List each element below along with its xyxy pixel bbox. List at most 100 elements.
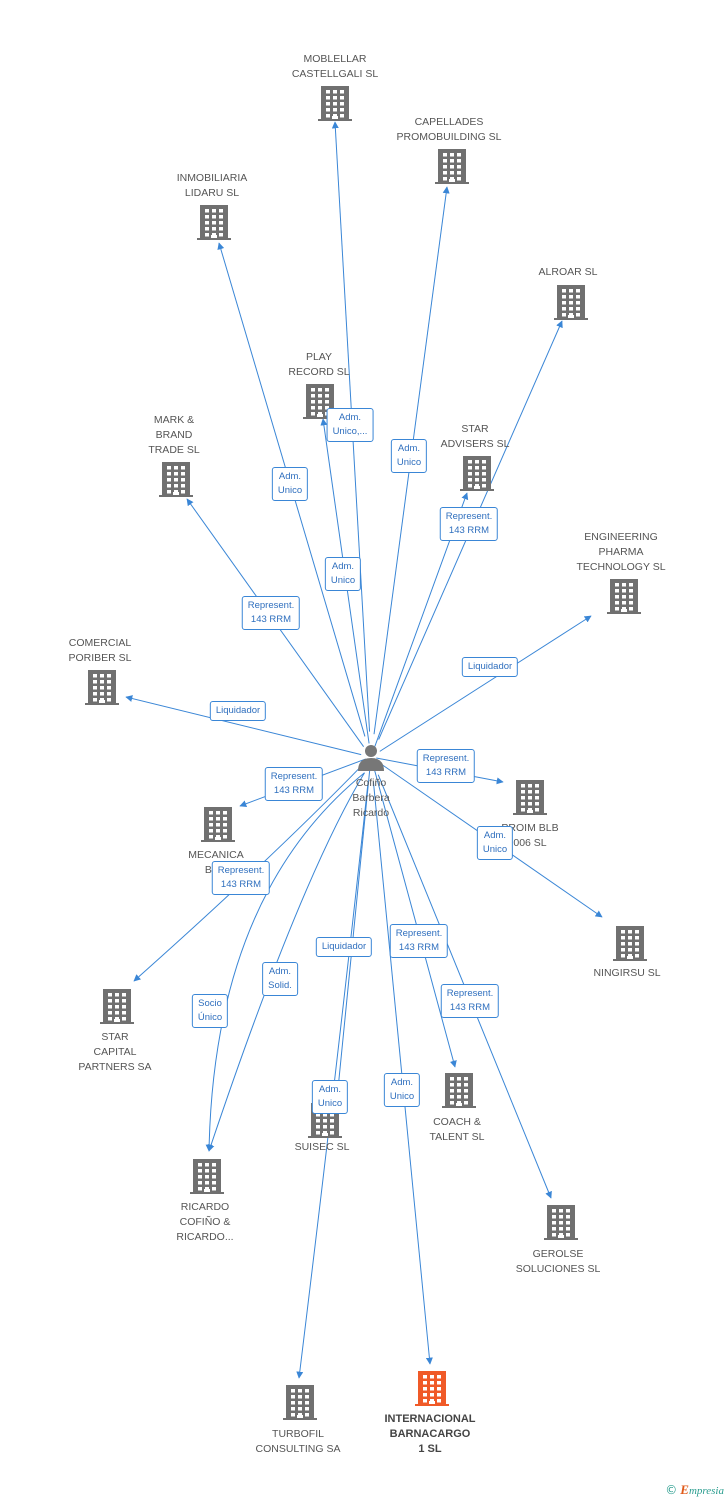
- relation-label-engineering[interactable]: Liquidador: [461, 657, 519, 677]
- relation-label-starcapital[interactable]: Represent.143 RRM: [211, 861, 271, 895]
- person-name[interactable]: Cofiño Barbera Ricardo: [331, 776, 411, 821]
- person-icon[interactable]: [358, 745, 384, 771]
- company-label-alroar[interactable]: ALROAR SL: [503, 265, 633, 280]
- company-label-markbrand[interactable]: MARK & BRAND TRADE SL: [109, 413, 239, 458]
- company-name-line: ADVISERS SL: [440, 438, 510, 450]
- relation-line: Represent.: [247, 600, 295, 611]
- edge-turbofil: [296, 781, 369, 1379]
- company-name-line: 1 SL: [418, 1443, 442, 1455]
- company-name-line: RICARDO...: [176, 1231, 234, 1243]
- person-name-line: Ricardo: [352, 807, 390, 819]
- brand-name: mpresia: [688, 1485, 724, 1497]
- company-name-line: BARNACARGO: [389, 1428, 471, 1440]
- company-name-line: GEROLSE: [532, 1248, 584, 1260]
- footer-brand[interactable]: ©Empresia: [665, 1482, 724, 1498]
- building-icon[interactable]: [607, 579, 641, 614]
- building-icon[interactable]: [435, 149, 469, 184]
- relation-line: Represent.: [270, 771, 318, 782]
- company-name-line: TRADE SL: [148, 444, 200, 456]
- relation-label-moblellar[interactable]: Adm.Unico,...: [326, 408, 374, 442]
- brand-initial: E: [680, 1482, 689, 1497]
- relation-label-inmobiliaria[interactable]: Adm.Unico: [271, 467, 309, 501]
- relation-label-internacional[interactable]: Adm.Unico: [383, 1073, 421, 1107]
- company-name-line: NINGIRSU SL: [593, 967, 661, 979]
- relation-line: 143 RRM: [273, 785, 315, 796]
- relation-label-mecanica[interactable]: Represent. 143 RRM: [264, 767, 324, 801]
- company-name-line: CAPELLADES: [414, 116, 484, 128]
- company-name-line: TURBOFIL: [272, 1428, 324, 1440]
- relation-line: Único: [197, 1012, 223, 1023]
- relation-line: Adm.: [483, 830, 507, 841]
- company-name-line: PHARMA: [598, 546, 644, 558]
- company-name-line: ALROAR SL: [538, 266, 598, 278]
- building-icon[interactable]: [415, 1371, 449, 1406]
- relation-line: 143 RRM: [449, 1002, 491, 1013]
- relation-line: Unico: [396, 457, 422, 468]
- relation-label-turbofil[interactable]: Adm. Unico: [311, 1080, 349, 1114]
- building-icon[interactable]: [190, 1159, 224, 1194]
- building-icon[interactable]: [159, 462, 193, 497]
- building-icon[interactable]: [197, 205, 231, 240]
- company-name-line: MARK &: [153, 414, 195, 426]
- relation-line: Adm.: [318, 1084, 342, 1095]
- relation-line: Represent.: [217, 865, 265, 876]
- building-icon[interactable]: [460, 456, 494, 491]
- relation-label-suisec[interactable]: Liquidador: [315, 937, 373, 957]
- relation-label-capellades[interactable]: Adm.Unico: [390, 439, 428, 473]
- building-icon[interactable]: [513, 780, 547, 815]
- relation-line: Unico: [277, 485, 303, 496]
- company-label-ningirsu[interactable]: NINGIRSU SL: [562, 966, 692, 981]
- relation-line: Unico: [317, 1098, 343, 1109]
- company-name-line: TECHNOLOGY SL: [576, 561, 666, 573]
- relation-label-coach[interactable]: Represent. 143 RRM: [389, 924, 449, 958]
- company-label-suisec[interactable]: SUISEC SL: [257, 1140, 387, 1155]
- company-name-line: BRAND: [155, 429, 193, 441]
- company-name-line: PARTNERS SA: [78, 1061, 152, 1073]
- relation-label-alroar[interactable]: Represent.143 RRM: [439, 507, 499, 541]
- company-name-line: COFIÑO &: [179, 1216, 231, 1228]
- relation-line: 143 RRM: [398, 942, 440, 953]
- relation-label-ricardo[interactable]: Adm.Solid.: [262, 962, 298, 996]
- building-icon[interactable]: [201, 807, 235, 842]
- company-name-line: 006 SL: [513, 837, 547, 849]
- building-icon[interactable]: [442, 1073, 476, 1108]
- edge-ricardo: [205, 772, 365, 1152]
- building-icon[interactable]: [544, 1205, 578, 1240]
- building-icon[interactable]: [100, 989, 134, 1024]
- relation-line: Unico: [389, 1091, 415, 1102]
- relation-line: Represent.: [395, 928, 443, 939]
- relation-label-comercial[interactable]: Liquidador: [209, 701, 267, 721]
- relation-line: Represent.: [422, 753, 470, 764]
- relation-line: Liquidador: [321, 941, 367, 952]
- relation-label-proim[interactable]: Represent.143 RRM: [416, 749, 476, 783]
- building-icon[interactable]: [318, 86, 352, 121]
- building-icon[interactable]: [554, 285, 588, 320]
- edge-suisec: [334, 770, 371, 1100]
- company-name-line: CAPITAL: [93, 1046, 137, 1058]
- relation-label-playrecord[interactable]: Adm.Unico: [324, 557, 362, 591]
- company-name-line: COACH &: [433, 1116, 481, 1128]
- node-layer: [85, 86, 647, 1420]
- relation-label-ningirsu[interactable]: Adm.Unico: [476, 826, 514, 860]
- building-icon[interactable]: [613, 926, 647, 961]
- relation-label-markbrand[interactable]: Represent.143 RRM: [241, 596, 301, 630]
- relation-line: Represent.: [446, 988, 494, 999]
- building-icon[interactable]: [283, 1385, 317, 1420]
- building-icon[interactable]: [85, 670, 119, 705]
- relation-label-gerolse[interactable]: Represent. 143 RRM: [440, 984, 500, 1018]
- company-label-coach[interactable]: COACH &TALENT SL: [392, 1115, 522, 1145]
